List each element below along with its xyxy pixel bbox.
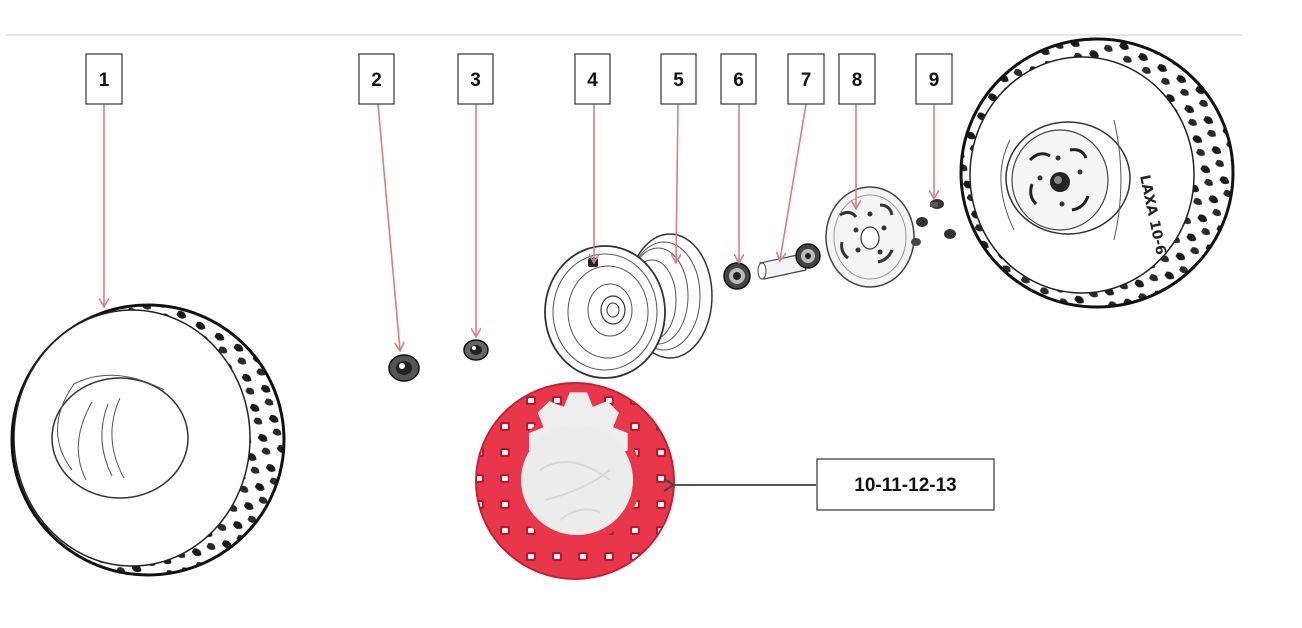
svg-text:4: 4 [587,70,598,91]
leader-2 [377,103,400,350]
bolt-icon [911,199,956,246]
svg-text:7: 7 [801,70,812,91]
svg-text:1: 1 [99,70,110,91]
callout-1: 1 [85,53,123,105]
leader-lines [104,103,934,492]
callout-10-11-12-13: 10-11-12-13 [816,458,995,511]
axle-spacer-icon [757,243,821,280]
nut-icon [388,354,420,382]
callout-9: 9 [915,53,953,105]
callout-5: 5 [660,53,697,105]
callout-6: 6 [720,53,757,105]
bearing-icon [723,262,751,290]
svg-text:10-11-12-13: 10-11-12-13 [854,475,956,496]
leader-5 [676,103,678,262]
callout-4: 4 [574,53,611,105]
callout-8: 8 [838,53,876,105]
svg-text:6: 6 [733,70,744,91]
svg-text:5: 5 [673,70,684,91]
svg-text:2: 2 [371,70,382,91]
wheel-hub-icon [544,233,713,379]
svg-text:9: 9 [929,70,940,91]
leader-7 [780,103,807,260]
beadlock-ring-icon [475,382,675,580]
svg-text:3: 3 [470,70,481,91]
brake-disc-icon [825,186,915,288]
nut-icon [463,339,489,361]
tire-icon [10,303,286,577]
svg-text:8: 8 [852,70,863,91]
callout-3: 3 [457,53,494,105]
callout-7: 7 [787,53,825,105]
tire-icon: LAXA 10-6 [959,37,1235,309]
callout-2: 2 [358,53,395,105]
